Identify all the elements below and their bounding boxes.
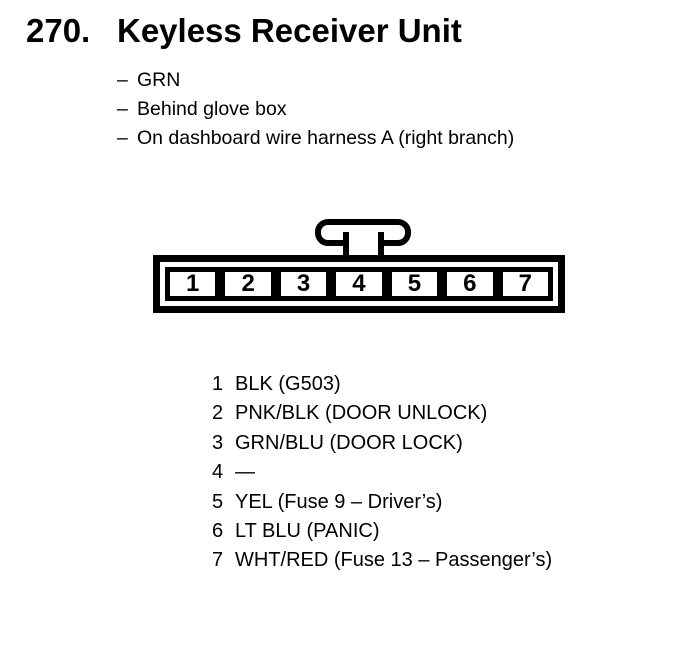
detail-list: – GRN – Behind glove box – On dashboard … <box>117 66 514 153</box>
bullet-dash: – <box>117 98 128 120</box>
connector-cavity-2: 2 <box>220 267 276 301</box>
pin-wire-description: — <box>235 461 255 484</box>
pin-wire-description: WHT/RED (Fuse 13 – Passenger’s) <box>235 549 553 572</box>
detail-text: Behind glove box <box>137 98 287 120</box>
pin-wire-description: PNK/BLK (DOOR UNLOCK) <box>235 402 488 425</box>
cavity-number: 3 <box>296 270 311 297</box>
connector-cavity-6: 6 <box>442 267 498 301</box>
detail-item-harness: – On dashboard wire harness A (right bra… <box>117 124 514 153</box>
cavity-number: 2 <box>241 270 255 297</box>
connector-diagram: 1 2 3 4 5 6 7 <box>153 219 565 313</box>
connector-cavity-3: 3 <box>275 267 332 301</box>
connector-lock-tab-stem <box>343 232 384 255</box>
cavity-number: 7 <box>518 270 532 297</box>
section-header: 270. Keyless Receiver Unit <box>26 12 462 50</box>
pinout-row: 7 WHT/RED (Fuse 13 – Passenger’s) <box>212 546 552 575</box>
connector-body: 1 2 3 4 5 6 7 <box>153 255 565 313</box>
section-number: 270. <box>26 12 91 49</box>
pin-number: 1 <box>212 373 224 395</box>
connector-cavity-5: 5 <box>386 267 443 301</box>
pin-number: 5 <box>212 490 224 513</box>
pinout-list: 1 BLK (G503) 2 PNK/BLK (DOOR UNLOCK) 3 G… <box>212 370 552 576</box>
connector-cavity-4: 4 <box>331 267 387 301</box>
bullet-dash: – <box>117 127 128 149</box>
pin-number: 2 <box>212 402 224 425</box>
detail-item-color: – GRN <box>117 66 514 95</box>
pin-wire-description: BLK (G503) <box>235 373 341 395</box>
detail-text: GRN <box>137 69 181 91</box>
pinout-row: 1 BLK (G503) <box>212 370 552 399</box>
pinout-row: 5 YEL (Fuse 9 – Driver’s) <box>212 488 552 517</box>
pin-number: 7 <box>212 549 224 572</box>
pin-number: 4 <box>212 461 224 484</box>
pin-number: 6 <box>212 520 224 543</box>
page-title: Keyless Receiver Unit <box>117 12 462 49</box>
cavity-number: 5 <box>407 270 422 297</box>
detail-text: On dashboard wire harness A (right branc… <box>137 127 515 149</box>
detail-item-location: – Behind glove box <box>117 95 514 124</box>
pin-wire-description: LT BLU (PANIC) <box>235 520 380 543</box>
cavity-number: 4 <box>352 270 366 297</box>
pin-wire-description: GRN/BLU (DOOR LOCK) <box>235 431 463 454</box>
pin-wire-description: YEL (Fuse 9 – Driver’s) <box>235 490 443 513</box>
pin-number: 3 <box>212 431 224 454</box>
pinout-row: 2 PNK/BLK (DOOR UNLOCK) <box>212 399 552 428</box>
pinout-row: 3 GRN/BLU (DOOR LOCK) <box>212 429 552 458</box>
pinout-row: 6 LT BLU (PANIC) <box>212 517 552 546</box>
cavity-number: 1 <box>186 270 200 297</box>
bullet-dash: – <box>117 69 128 91</box>
pinout-row: 4 — <box>212 458 552 487</box>
connector-cavity-7: 7 <box>497 267 553 301</box>
connector-cavity-1: 1 <box>165 267 221 301</box>
cavity-number: 6 <box>463 270 477 297</box>
